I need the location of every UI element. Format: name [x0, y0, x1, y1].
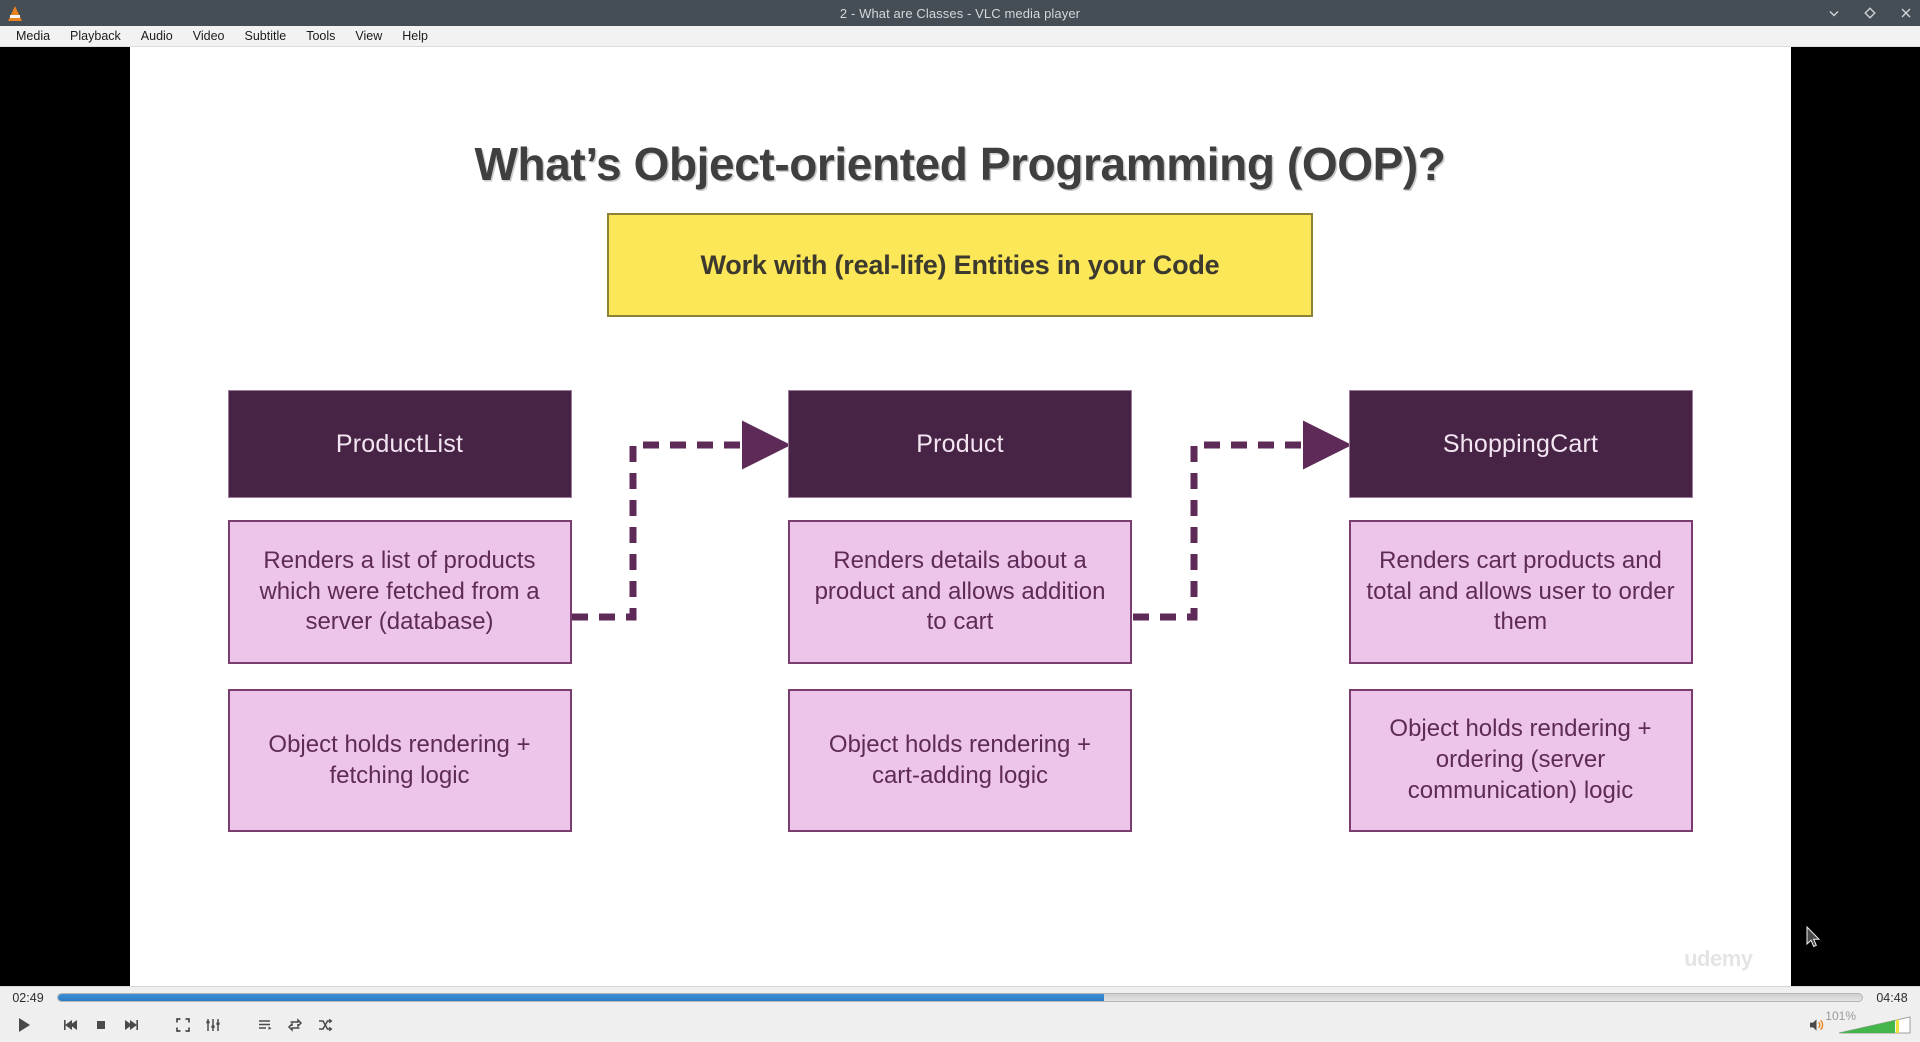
- menu-item-help[interactable]: Help: [402, 28, 428, 43]
- diagram-column-shoppingcart: ShoppingCart Renders cart products and t…: [1348, 390, 1693, 832]
- diagram-column-productlist: ProductList Renders a list of products w…: [227, 390, 572, 832]
- menu-item-video[interactable]: Video: [192, 28, 225, 43]
- class-description-box: Renders cart products and total and allo…: [1348, 520, 1693, 664]
- close-icon[interactable]: [1898, 5, 1914, 21]
- class-description-text: Renders details about a product and allo…: [814, 546, 1106, 636]
- volume-speaker-icon[interactable]: [1802, 1011, 1832, 1039]
- highlight-banner: Work with (real-life) Entities in your C…: [607, 213, 1313, 317]
- class-logic-box: Object holds rendering + ordering (serve…: [1348, 689, 1693, 832]
- class-name-label: Product: [916, 429, 1004, 458]
- diamond-icon[interactable]: [1862, 5, 1878, 21]
- class-description-box: Renders details about a product and allo…: [788, 520, 1132, 664]
- mouse-cursor-icon: [1806, 925, 1822, 950]
- class-description-box: Renders a list of products which were fe…: [227, 520, 572, 664]
- class-logic-text: Object holds rendering + cart-adding log…: [828, 730, 1092, 789]
- total-time: 04:48: [1876, 990, 1908, 1005]
- elapsed-time: 02:49: [12, 990, 44, 1005]
- next-button[interactable]: [116, 1011, 146, 1039]
- presentation-slide: What’s Object-oriented Programming (OOP)…: [129, 47, 1791, 986]
- class-diagram: ProductList Renders a list of products w…: [227, 390, 1693, 832]
- class-name-label: ShoppingCart: [1442, 429, 1599, 458]
- chevron-down-icon[interactable]: [1826, 5, 1842, 21]
- diagram-column-product: Product Renders details about a product …: [788, 390, 1132, 832]
- menu-item-media[interactable]: Media: [16, 28, 51, 43]
- class-name-label: ProductList: [335, 429, 464, 458]
- player-control-bar: 02:49 04:48: [0, 986, 1920, 1042]
- vlc-cone-icon: [2, 0, 28, 26]
- title-bar: 2 - What are Classes - VLC media player: [0, 0, 1920, 26]
- highlight-banner-text: Work with (real-life) Entities in your C…: [700, 249, 1220, 280]
- volume-slider[interactable]: [1838, 1015, 1912, 1035]
- menu-item-audio[interactable]: Audio: [140, 28, 173, 43]
- stop-button[interactable]: [86, 1011, 116, 1039]
- window-title: 2 - What are Classes - VLC media player: [839, 5, 1081, 21]
- page-title: What’s Object-oriented Programming (OOP)…: [474, 138, 1446, 190]
- class-logic-box: Object holds rendering + cart-adding log…: [788, 689, 1132, 832]
- play-button[interactable]: [6, 1010, 42, 1040]
- class-header-box: Product: [788, 390, 1132, 498]
- previous-button[interactable]: [56, 1011, 86, 1039]
- class-logic-box: Object holds rendering + fetching logic: [227, 689, 572, 832]
- playlist-button[interactable]: [250, 1011, 280, 1039]
- fullscreen-button[interactable]: [168, 1011, 198, 1039]
- extended-settings-button[interactable]: [198, 1011, 228, 1039]
- seek-progress-fill: [58, 994, 1105, 1001]
- menu-item-view[interactable]: View: [355, 28, 383, 43]
- video-surface[interactable]: What’s Object-oriented Programming (OOP)…: [0, 47, 1920, 986]
- class-header-box: ShoppingCart: [1348, 390, 1693, 498]
- menu-item-playback[interactable]: Playback: [70, 28, 121, 43]
- shuffle-button[interactable]: [310, 1011, 340, 1039]
- menu-item-subtitle[interactable]: Subtitle: [244, 28, 287, 43]
- class-description-text: Renders cart products and total and allo…: [1366, 546, 1675, 636]
- class-description-text: Renders a list of products which were fe…: [259, 546, 540, 636]
- transport-buttons: 101%: [0, 1008, 1920, 1042]
- window-controls: [1826, 0, 1914, 26]
- seek-slider[interactable]: [57, 993, 1863, 1002]
- udemy-watermark: udemy: [1684, 946, 1753, 971]
- menu-bar: Media Playback Audio Video Subtitle Tool…: [0, 26, 1920, 47]
- loop-button[interactable]: [280, 1011, 310, 1039]
- class-logic-text: Object holds rendering + fetching logic: [268, 730, 531, 789]
- class-header-box: ProductList: [227, 390, 572, 498]
- class-logic-text: Object holds rendering + ordering (serve…: [1389, 715, 1652, 804]
- volume-label: 101%: [1825, 1009, 1856, 1023]
- seek-row: 02:49 04:48: [0, 987, 1920, 1008]
- volume-zone: 101%: [1802, 1008, 1912, 1042]
- menu-item-tools[interactable]: Tools: [306, 28, 336, 43]
